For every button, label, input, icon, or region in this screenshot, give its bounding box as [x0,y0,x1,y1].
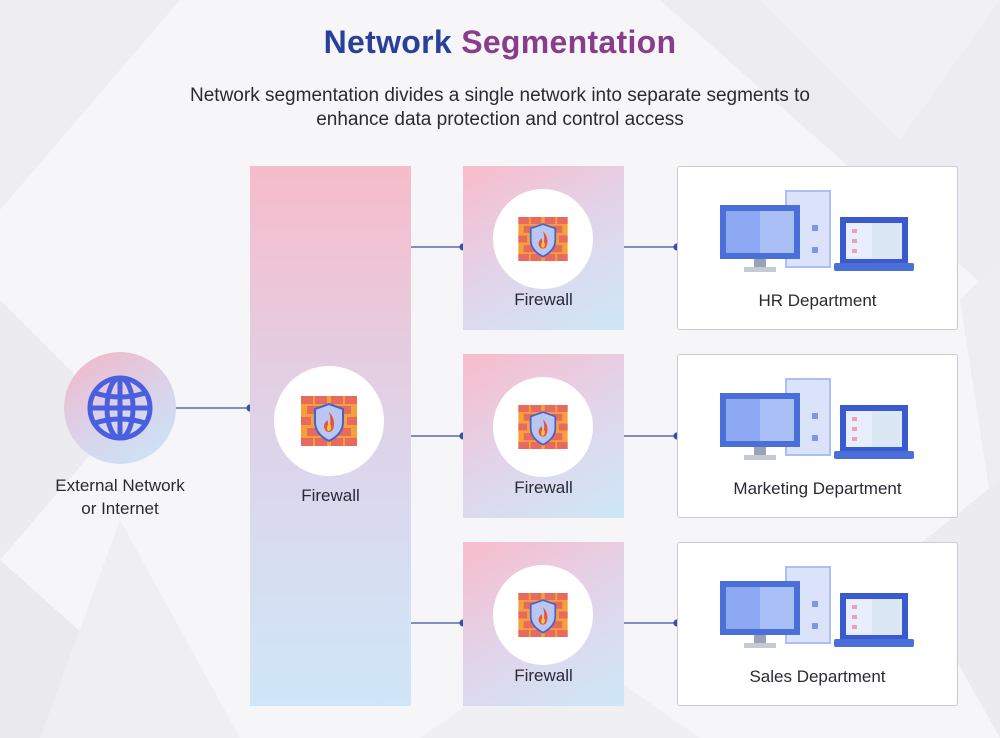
department-marketing: Marketing Department [677,354,958,518]
computer-icon [720,190,914,272]
segment-firewall-sales: Firewall [463,542,624,706]
subtitle-line-2: enhance data protection and control acce… [316,109,684,130]
main-firewall: Firewall [250,166,411,706]
main-firewall-label: Firewall [301,486,360,505]
firewall-icon [518,217,568,261]
firewall-icon [518,593,568,637]
subtitle-line-1: Network segmentation divides a single ne… [190,85,810,106]
title-word-2: Segmentation [461,24,677,60]
segment-firewall-label: Firewall [514,478,573,497]
segment-firewall-label: Firewall [514,666,573,685]
globe-icon [87,375,153,441]
computer-icon [720,378,914,460]
subtitle: Network segmentation divides a single ne… [100,84,900,132]
segment-firewall-marketing: Firewall [463,354,624,518]
firewall-icon [301,396,357,446]
page-title: Network Segmentation [0,24,1000,61]
main-firewall-circle [274,366,384,476]
external-label-line-2: or Internet [81,499,159,518]
segment-firewall-circle [493,377,593,477]
department-label: Sales Department [749,667,886,686]
department-label: Marketing Department [733,479,902,498]
segment-firewall-hr: Firewall [463,166,624,330]
firewall-icon [518,405,568,449]
department-label: HR Department [758,291,877,310]
external-label-line-1: External Network [55,476,185,495]
computer-icon [720,566,914,648]
title-word-1: Network [323,24,452,60]
external-network-node [64,352,176,464]
department-hr: HR Department [677,166,958,330]
segment-firewall-circle [493,189,593,289]
segment-firewall-label: Firewall [514,290,573,309]
segment-firewall-circle [493,565,593,665]
external-network-label: External Network or Internet [30,474,210,520]
department-sales: Sales Department [677,542,958,706]
